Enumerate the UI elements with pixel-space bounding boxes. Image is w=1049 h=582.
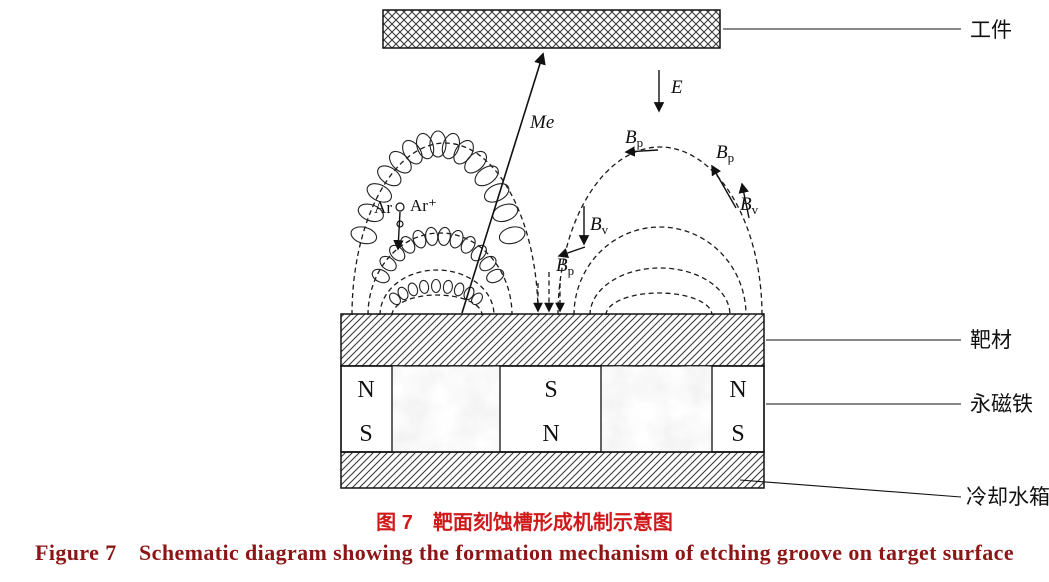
sputtering-schematic-diagram: 工件 E Ar Ar⁺ Me Bp Bp xyxy=(340,9,1049,506)
coil-loop xyxy=(441,132,461,160)
metal-atom-label: Me xyxy=(529,112,554,133)
workpiece-label: 工件 xyxy=(970,18,1012,42)
left-magnet-top-pole: N xyxy=(357,377,374,403)
coil-loop xyxy=(389,292,401,306)
b-symbol: B xyxy=(625,127,637,148)
field-arc xyxy=(573,226,747,316)
metal-atom-arrow xyxy=(461,52,546,314)
cooling-tank-bar xyxy=(340,451,765,489)
field-arc xyxy=(367,232,513,316)
coil-loop xyxy=(483,183,510,203)
b-subscript-v: v xyxy=(752,202,759,217)
electric-field-label: E xyxy=(670,77,683,98)
coil-loop xyxy=(379,255,397,272)
cooling-label: 冷却水箱 xyxy=(966,485,1049,506)
magnet-assembly: N S S N N S xyxy=(340,365,765,453)
coil-loop xyxy=(486,268,505,284)
coil-loop xyxy=(429,130,447,158)
field-arc xyxy=(351,142,539,316)
magnet-gap-texture-left xyxy=(392,366,500,452)
bp-left-arrow xyxy=(557,246,586,259)
bp-left-label: Bp xyxy=(556,255,574,278)
b-symbol: B xyxy=(740,194,752,215)
coil-loop xyxy=(442,279,454,294)
coil-loop xyxy=(464,150,488,174)
coil-loop xyxy=(366,183,393,203)
right-magnet-bottom-pole: S xyxy=(731,421,744,447)
b-symbol: B xyxy=(556,255,568,276)
field-arc xyxy=(605,292,713,316)
bv-left-label: Bv xyxy=(590,214,609,237)
right-magnet-top-pole: N xyxy=(729,377,746,403)
center-field-arrows xyxy=(533,272,565,313)
caption-zh: 图 7 靶面刻蚀槽形成机制示意图 xyxy=(376,512,673,534)
bp-right-arrow xyxy=(711,164,737,209)
coil-loop xyxy=(474,165,499,187)
b-subscript-p: p xyxy=(637,135,644,150)
field-arc xyxy=(557,146,763,316)
bp-top-arrow xyxy=(624,146,659,157)
right-field-lines xyxy=(557,146,763,316)
center-magnet-top-pole: S xyxy=(544,377,557,403)
coil-loop xyxy=(449,229,464,249)
bp-top-label: Bp xyxy=(625,127,643,150)
coil-loop xyxy=(460,236,476,254)
coil-loop xyxy=(400,236,416,254)
coil-loop xyxy=(498,226,526,245)
coil-loop xyxy=(371,268,390,284)
b-symbol: B xyxy=(590,214,602,235)
coil-loop xyxy=(425,226,439,246)
center-magnet-bottom-pole: N xyxy=(542,421,559,447)
electron-spiral-trajectories xyxy=(350,130,526,306)
field-arc xyxy=(379,269,495,316)
coil-loop xyxy=(407,282,419,297)
b-subscript-v: v xyxy=(602,222,609,237)
argon-ion-arrow xyxy=(393,211,404,251)
argon-ion-label: Ar⁺ xyxy=(410,196,437,215)
coil-loop xyxy=(418,279,430,294)
magnet-gap-texture-right xyxy=(601,366,712,452)
coil-loop xyxy=(470,244,487,262)
bv-right-arrow xyxy=(738,182,750,219)
field-component-vectors: Bp Bp Bv Bv Bp xyxy=(556,127,759,278)
left-magnet-bottom-pole: S xyxy=(359,421,372,447)
bp-right-label: Bp xyxy=(716,142,734,165)
coil-loop xyxy=(453,282,465,297)
coil-loop xyxy=(415,132,435,160)
b-subscript-p: p xyxy=(728,150,735,165)
cooling-leader-line xyxy=(739,479,962,498)
coil-loop xyxy=(492,203,519,223)
target-bar xyxy=(340,313,765,367)
coil-loop xyxy=(389,244,406,262)
b-subscript-p: p xyxy=(568,263,575,278)
coil-loop xyxy=(350,226,378,245)
workpiece-bar xyxy=(382,9,721,49)
argon-ionization: Ar Ar⁺ xyxy=(374,196,437,251)
field-arc xyxy=(589,267,731,316)
bv-right-label: Bv xyxy=(740,194,759,217)
caption-en: Figure 7 Schematic diagram showing the f… xyxy=(35,540,1014,565)
coil-loop xyxy=(402,139,423,165)
coil-loop xyxy=(479,255,497,272)
field-arc xyxy=(391,294,483,316)
b-symbol: B xyxy=(716,142,728,163)
coil-loop xyxy=(377,165,402,187)
coil-loop xyxy=(453,139,474,165)
coil-loop xyxy=(412,229,427,249)
left-field-lines xyxy=(351,142,539,316)
coil-loop xyxy=(437,226,451,246)
coil-loop xyxy=(357,203,384,223)
magnet-label: 永磁铁 xyxy=(970,392,1033,416)
coil-loop xyxy=(397,286,409,301)
argon-atom-label: Ar xyxy=(374,198,392,217)
target-label: 靶材 xyxy=(970,328,1012,352)
coil-loop xyxy=(471,292,483,306)
coil-loop xyxy=(430,278,442,294)
argon-atom-circle xyxy=(395,202,405,212)
